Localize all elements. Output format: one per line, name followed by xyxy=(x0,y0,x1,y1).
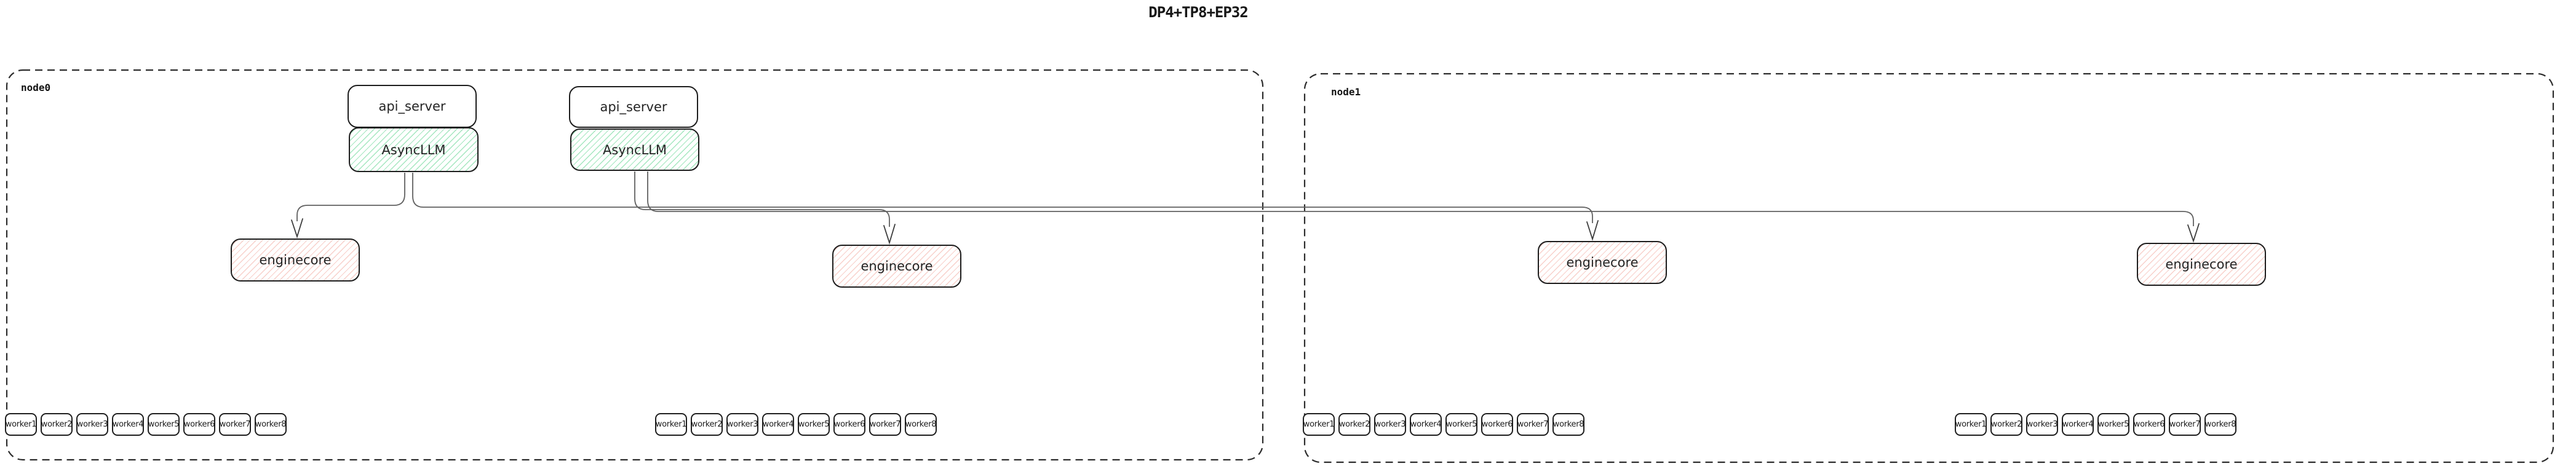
worker-box: worker8 xyxy=(255,413,287,436)
worker-box: worker1 xyxy=(5,413,37,436)
worker-box: worker3 xyxy=(2026,413,2058,436)
worker-box: worker2 xyxy=(41,413,73,436)
worker-box: worker8 xyxy=(1552,413,1584,436)
enginecore-box-1: enginecore xyxy=(832,245,961,288)
worker-box: worker1 xyxy=(1955,413,1987,436)
enginecore-box-3: enginecore xyxy=(2137,243,2266,286)
arrowhead-enginecore2 xyxy=(1586,220,1599,242)
edge-asyncllm2-to-enginecore3 xyxy=(647,171,2194,226)
worker-box: worker5 xyxy=(148,413,180,436)
worker-box: worker8 xyxy=(905,413,937,436)
edge-asyncllm2-to-enginecore1 xyxy=(634,171,890,227)
worker-box: worker8 xyxy=(2204,413,2236,436)
worker-box: worker6 xyxy=(833,413,865,436)
worker-box: worker6 xyxy=(183,413,215,436)
worker-box: worker7 xyxy=(219,413,251,436)
node0-worker-group-b: worker1 worker2 worker3 worker4 worker5 … xyxy=(655,413,937,436)
enginecore-box-0: enginecore xyxy=(231,238,360,282)
node1-worker-group-a: worker1 worker2 worker3 worker4 worker5 … xyxy=(1303,413,1584,436)
api-server-box-1: api_server xyxy=(348,85,477,128)
worker-box: worker2 xyxy=(1338,413,1370,436)
node1-worker-group-b: worker1 worker2 worker3 worker4 worker5 … xyxy=(1955,413,2236,436)
worker-box: worker6 xyxy=(2133,413,2165,436)
worker-box: worker4 xyxy=(1410,413,1442,436)
diagram-title: DP4+TP8+EP32 xyxy=(1148,4,1248,21)
worker-box: worker4 xyxy=(762,413,794,436)
arrowhead-enginecore3 xyxy=(2187,223,2200,243)
node1-label: node1 xyxy=(1331,86,1361,98)
worker-box: worker5 xyxy=(1445,413,1477,436)
worker-box: worker2 xyxy=(691,413,723,436)
node0-worker-group-a: worker1 worker2 worker3 worker4 worker5 … xyxy=(5,413,287,436)
worker-box: worker3 xyxy=(1374,413,1406,436)
worker-box: worker3 xyxy=(76,413,108,436)
worker-box: worker4 xyxy=(112,413,144,436)
node1-border xyxy=(1303,73,2554,463)
asyncllm-box-1: AsyncLLM xyxy=(349,127,479,172)
node0-border xyxy=(6,69,1264,461)
worker-box: worker7 xyxy=(2169,413,2201,436)
worker-box: worker1 xyxy=(655,413,687,436)
worker-box: worker2 xyxy=(1990,413,2022,436)
node0-label: node0 xyxy=(21,82,51,93)
enginecore-box-2: enginecore xyxy=(1538,241,1667,284)
edge-asyncllm1-to-enginecore2 xyxy=(412,173,1593,223)
worker-box: worker3 xyxy=(726,413,758,436)
asyncllm-box-2: AsyncLLM xyxy=(570,128,699,171)
worker-box: worker5 xyxy=(2097,413,2129,436)
worker-box: worker7 xyxy=(869,413,901,436)
arrowhead-enginecore0 xyxy=(291,218,303,238)
api-server-box-2: api_server xyxy=(569,86,698,128)
worker-box: worker7 xyxy=(1517,413,1549,436)
worker-box: worker4 xyxy=(2062,413,2094,436)
worker-box: worker5 xyxy=(798,413,830,436)
edge-asyncllm1-to-enginecore0 xyxy=(296,173,405,221)
worker-box: worker6 xyxy=(1481,413,1513,436)
arrowhead-enginecore1 xyxy=(883,224,896,245)
worker-box: worker1 xyxy=(1303,413,1335,436)
